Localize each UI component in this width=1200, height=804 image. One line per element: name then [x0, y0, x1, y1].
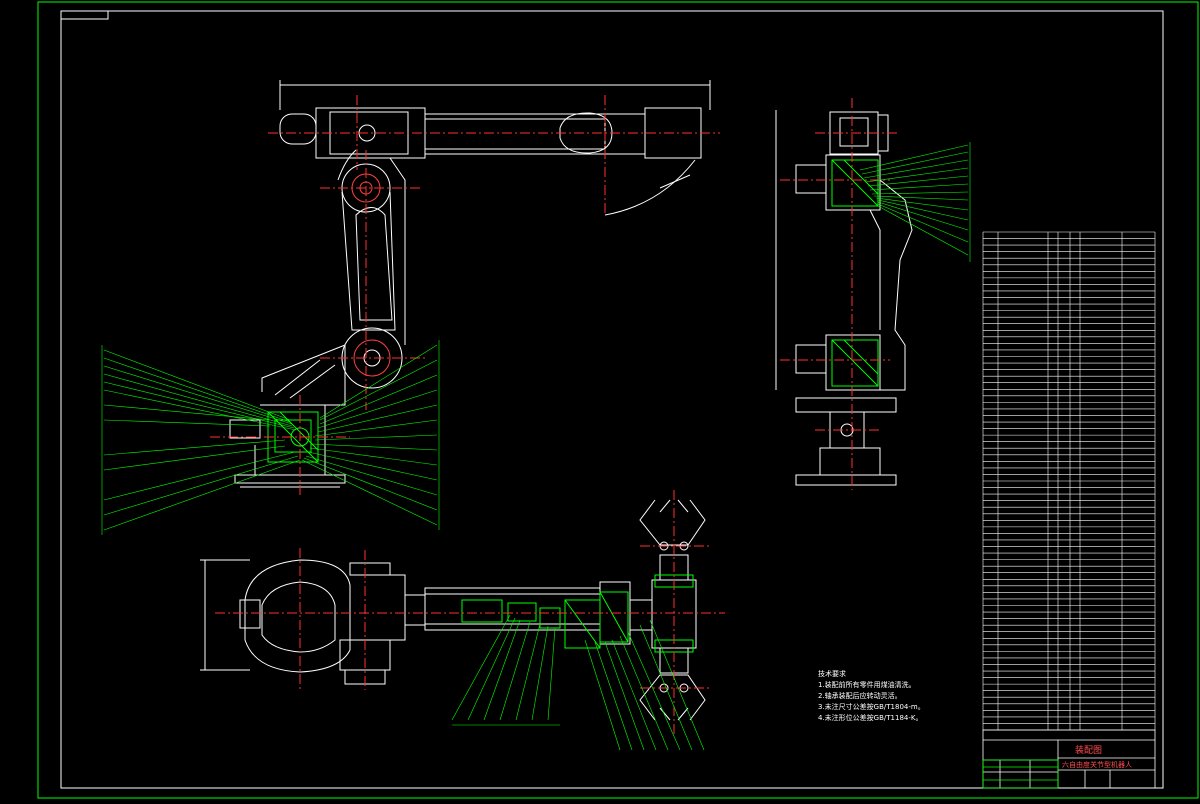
front-view-leaders	[101, 340, 440, 535]
top-view-leaders	[451, 614, 705, 751]
side-view-section	[831, 159, 879, 387]
top-view	[200, 499, 706, 721]
front-view-centerlines	[210, 95, 720, 495]
drawing-name: 装配图	[1075, 746, 1103, 756]
side-view-centerlines	[780, 98, 898, 490]
side-view	[775, 110, 913, 486]
technical-notes-title: 技术要求	[818, 670, 846, 678]
parts-list-table	[982, 231, 1156, 731]
title-block-cells	[982, 759, 1059, 789]
title-block	[982, 729, 1156, 789]
technical-note-4: 4.未注形位公差按GB/T1184-K。	[818, 714, 923, 722]
technical-notes: 技术要求 1.装配前所有零件用煤油清洗。 2.轴承装配后应转动灵活。 3.未注尺…	[818, 669, 925, 724]
side-view-leaders	[859, 142, 971, 262]
technical-note-3: 3.未注尺寸公差按GB/T1804-m。	[818, 703, 925, 711]
project-name: 六自由度关节型机器人	[1062, 761, 1132, 769]
front-view	[229, 80, 711, 488]
top-view-centerlines	[215, 490, 725, 735]
technical-note-2: 2.轴承装配后应转动灵活。	[818, 692, 902, 700]
sheet-frame	[37, 1, 1199, 799]
technical-note-1: 1.装配前所有零件用煤油清洗。	[818, 681, 916, 689]
top-view-section	[461, 574, 694, 653]
front-view-section	[267, 411, 319, 463]
